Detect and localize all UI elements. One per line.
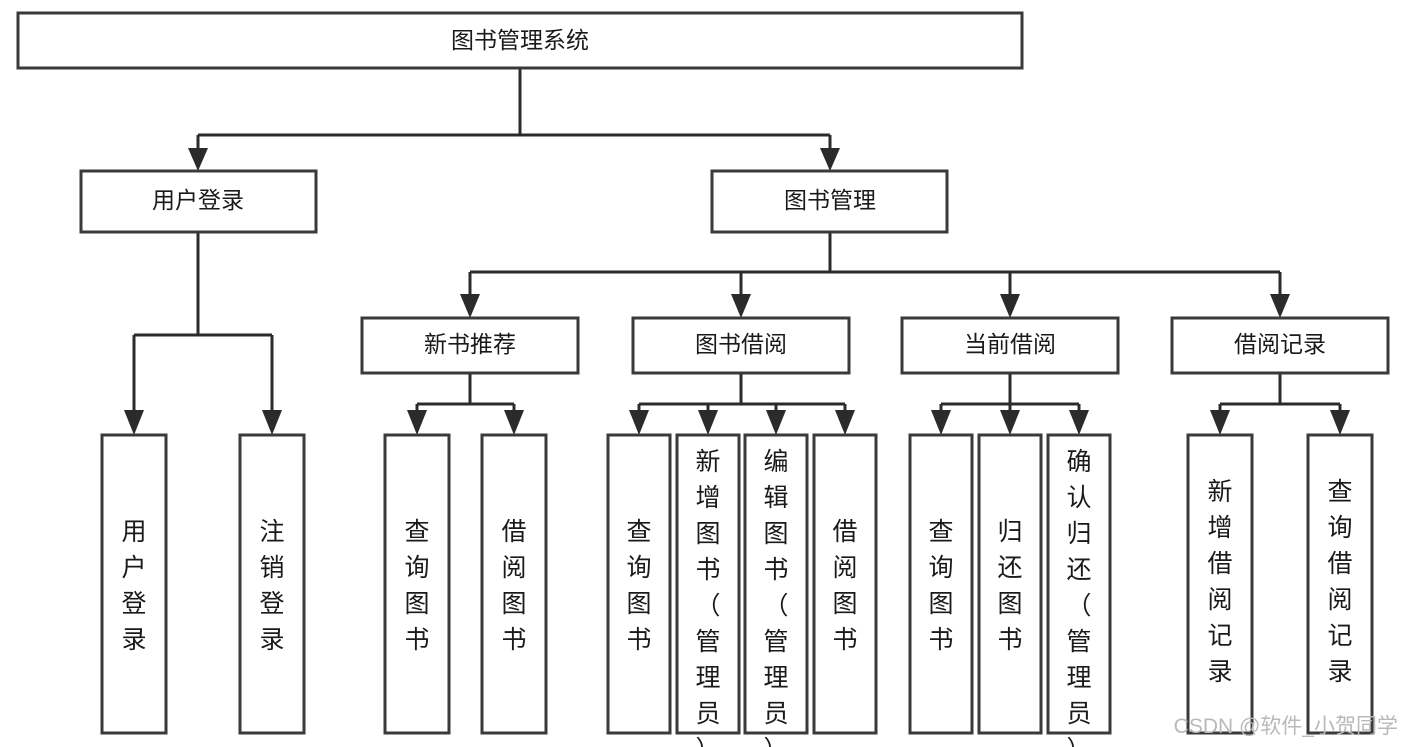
arrow-head-borrow-record [1270, 294, 1290, 318]
leaf-add-book-box[interactable] [675, 433, 741, 735]
arrow-head-leaf-user-login [124, 410, 144, 435]
arrow-head-user-login [188, 148, 208, 171]
leaf-query-book-1-label: 查询图书 [404, 518, 429, 654]
leaf-query-book-2-box[interactable] [606, 433, 672, 735]
leaf-query-book-1[interactable]: 查询图书 [383, 433, 451, 735]
arrow-head-leaf-return-book [1000, 410, 1020, 435]
node-borrow-record-box[interactable] [1170, 316, 1390, 375]
node-book-manage[interactable]: 图书管理 [710, 169, 949, 234]
leaf-confirm-return[interactable]: 确认归还（管理员） [1046, 433, 1112, 747]
leaf-return-book-label: 归还图书 [997, 518, 1022, 654]
leaf-user-login-box[interactable] [100, 433, 168, 735]
arrow-head-leaf-add-record [1210, 410, 1230, 435]
leaf-borrow-book-2-label: 借阅图书 [832, 518, 857, 654]
node-book-manage-label: 图书管理 [784, 187, 876, 213]
connector-group-borrow-record [1210, 373, 1350, 435]
arrow-head-leaf-edit-book [766, 410, 786, 435]
leaf-add-record-label: 新增借阅记录 [1207, 478, 1232, 686]
leaf-user-logout[interactable]: 注销登录 [238, 433, 306, 735]
leaf-add-record[interactable]: 新增借阅记录 [1186, 433, 1254, 735]
connector-group-book-borrow [629, 373, 855, 435]
leaf-query-book-3-box[interactable] [908, 433, 974, 735]
node-borrow-record[interactable]: 借阅记录 [1170, 316, 1390, 375]
leaf-query-record[interactable]: 查询借阅记录 [1306, 433, 1374, 735]
node-root[interactable]: 图书管理系统 [16, 11, 1024, 70]
leaf-query-record-label: 查询借阅记录 [1327, 478, 1352, 686]
node-current-borrow[interactable]: 当前借阅 [900, 316, 1120, 375]
leaf-query-book-2[interactable]: 查询图书 [606, 433, 672, 735]
node-user-login-box[interactable] [79, 169, 318, 234]
leaf-query-book-3[interactable]: 查询图书 [908, 433, 974, 735]
leaf-borrow-book-2[interactable]: 借阅图书 [812, 433, 878, 735]
connector-group-book-manage [460, 232, 1290, 318]
leaf-confirm-return-label: 确认归还（管理员） [1066, 448, 1091, 747]
arrow-head-leaf-borrow-book-2 [835, 410, 855, 435]
leaf-add-record-box[interactable] [1186, 433, 1254, 735]
leaf-edit-book[interactable]: 编辑图书（管理员） [743, 433, 809, 747]
node-new-book-recommend-label: 新书推荐 [424, 331, 516, 357]
leaf-query-book-2-label: 查询图书 [626, 518, 651, 654]
node-borrow-record-label: 借阅记录 [1234, 331, 1326, 357]
leaf-confirm-return-box[interactable] [1046, 433, 1112, 735]
leaf-user-login-label: 用户登录 [121, 518, 146, 654]
node-user-login[interactable]: 用户登录 [79, 169, 318, 234]
leaf-return-book[interactable]: 归还图书 [977, 433, 1043, 735]
leaf-borrow-book-1-label: 借阅图书 [501, 518, 526, 654]
connector-group-user-login [124, 232, 282, 435]
leaf-borrow-book-1-box[interactable] [480, 433, 548, 735]
arrow-head-new-book-recommend [460, 294, 480, 318]
arrow-head-leaf-add-book [698, 410, 718, 435]
arrow-head-book-borrow [731, 294, 751, 318]
node-current-borrow-box[interactable] [900, 316, 1120, 375]
node-book-borrow-box[interactable] [631, 316, 851, 375]
leaf-query-book-3-label: 查询图书 [928, 518, 953, 654]
leaf-add-book[interactable]: 新增图书（管理员） [675, 433, 741, 747]
node-book-borrow[interactable]: 图书借阅 [631, 316, 851, 375]
arrow-head-leaf-confirm-return [1069, 410, 1089, 435]
node-book-manage-box[interactable] [710, 169, 949, 234]
leaf-user-logout-label: 注销登录 [259, 518, 284, 654]
leaf-return-book-box[interactable] [977, 433, 1043, 735]
arrow-head-leaf-query-book-2 [629, 410, 649, 435]
arrow-head-leaf-user-logout [262, 410, 282, 435]
leaf-borrow-book-1[interactable]: 借阅图书 [480, 433, 548, 735]
node-new-book-recommend[interactable]: 新书推荐 [360, 316, 580, 375]
arrow-head-leaf-query-record [1330, 410, 1350, 435]
connector-group-current-borrow [931, 373, 1089, 435]
node-book-borrow-label: 图书借阅 [695, 331, 787, 357]
node-current-borrow-label: 当前借阅 [964, 331, 1056, 357]
leaf-edit-book-label: 编辑图书（管理员） [763, 448, 788, 747]
arrow-head-leaf-query-book-1 [407, 410, 427, 435]
leaf-user-logout-box[interactable] [238, 433, 306, 735]
leaf-add-book-label: 新增图书（管理员） [695, 448, 720, 747]
leaf-query-record-box[interactable] [1306, 433, 1374, 735]
arrow-head-leaf-borrow-book-1 [504, 410, 524, 435]
node-root-label: 图书管理系统 [451, 27, 589, 53]
leaf-borrow-book-2-box[interactable] [812, 433, 878, 735]
connector-group-root [188, 68, 840, 171]
arrow-head-current-borrow [1000, 294, 1020, 318]
arrow-head-book-manage [820, 148, 840, 171]
node-root-box[interactable] [16, 11, 1024, 70]
connector-group-new-book-recommend [407, 373, 524, 435]
leaf-query-book-1-box[interactable] [383, 433, 451, 735]
node-new-book-recommend-box[interactable] [360, 316, 580, 375]
node-user-login-label: 用户登录 [152, 187, 244, 213]
csdn-watermark: CSDN @软件_小贺同学 [1174, 715, 1398, 738]
arrow-head-leaf-query-book-3 [931, 410, 951, 435]
leaf-user-login[interactable]: 用户登录 [100, 433, 168, 735]
leaf-edit-book-box[interactable] [743, 433, 809, 735]
